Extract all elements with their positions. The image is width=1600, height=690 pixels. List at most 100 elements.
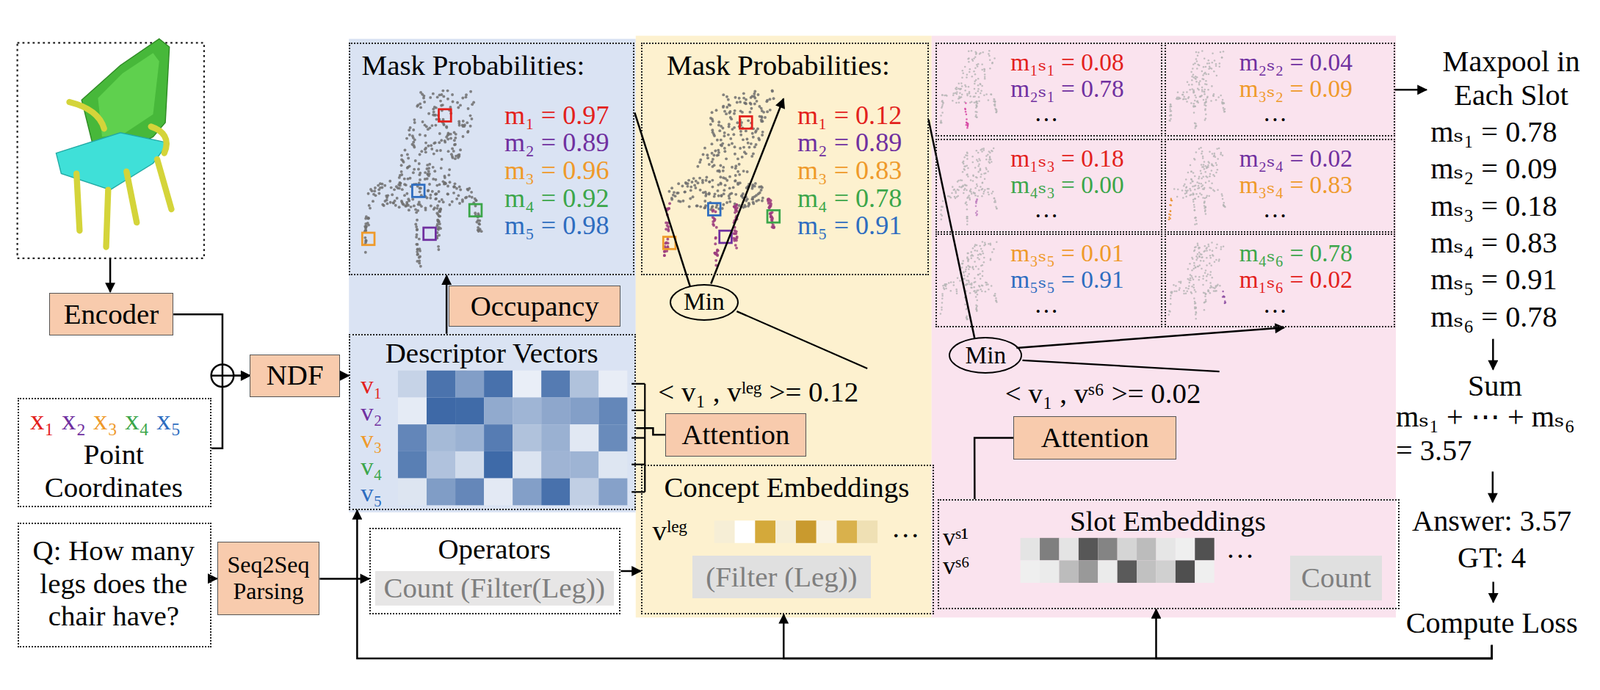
cloud-point bbox=[710, 128, 714, 132]
cloud-point bbox=[1193, 102, 1196, 106]
cloud-point bbox=[715, 169, 719, 173]
cloud-point bbox=[967, 125, 970, 128]
cloud-point bbox=[1221, 102, 1224, 106]
cloud-point bbox=[967, 273, 970, 276]
cloud-point bbox=[738, 146, 742, 150]
cloud-point bbox=[990, 284, 993, 288]
cloud-point bbox=[411, 197, 415, 201]
cloud-point bbox=[1167, 313, 1170, 316]
cloud-point bbox=[663, 250, 666, 254]
cloud-point bbox=[735, 203, 738, 207]
cloud-point bbox=[967, 49, 970, 53]
cloud-point bbox=[1194, 275, 1197, 278]
heatmap-cell bbox=[569, 424, 599, 452]
cloud-point bbox=[969, 101, 972, 104]
cloud-point bbox=[467, 194, 471, 198]
cloud-point bbox=[966, 215, 969, 219]
cloud-point bbox=[1169, 294, 1172, 297]
cloud-point bbox=[1196, 265, 1200, 269]
cloud-point bbox=[990, 149, 993, 152]
cloud-point bbox=[1208, 65, 1211, 68]
cloud-point bbox=[975, 198, 979, 201]
cloud-point bbox=[721, 142, 725, 146]
cloud-point bbox=[1209, 292, 1212, 295]
cloud-point bbox=[418, 152, 422, 156]
cloud-point bbox=[1168, 119, 1172, 122]
cloud-point bbox=[1207, 160, 1211, 164]
cloud-point bbox=[727, 196, 731, 200]
cloud-point bbox=[1210, 241, 1214, 244]
cloud-point bbox=[439, 99, 443, 103]
cloud-point bbox=[393, 199, 397, 203]
cloud-point bbox=[1207, 273, 1210, 276]
heatmap-cell bbox=[455, 478, 484, 506]
cloud-point bbox=[967, 167, 970, 170]
cloud-point bbox=[688, 205, 691, 209]
cloud-point bbox=[693, 186, 697, 190]
cloud-point bbox=[712, 195, 716, 199]
cloud-point bbox=[992, 147, 995, 150]
embedding-cell bbox=[1194, 538, 1214, 561]
cloud-point bbox=[1191, 75, 1194, 78]
cloud-point bbox=[693, 183, 697, 187]
heatmap-cell bbox=[598, 397, 628, 425]
cloud-point bbox=[978, 96, 981, 99]
cloud-point bbox=[1196, 181, 1199, 184]
cloud-point bbox=[1216, 188, 1219, 191]
cloud-point bbox=[733, 179, 737, 183]
cloud-point bbox=[976, 293, 979, 296]
cloud-point bbox=[476, 212, 480, 216]
cloud-point bbox=[716, 189, 720, 193]
cloud-point bbox=[989, 259, 993, 262]
cloud-point bbox=[940, 309, 943, 312]
cloud-point bbox=[975, 107, 978, 110]
cloud-point bbox=[965, 76, 968, 79]
cloud-point bbox=[1192, 90, 1195, 93]
cloud-point bbox=[976, 185, 979, 188]
cloud-point bbox=[1222, 107, 1225, 110]
cloud-point bbox=[367, 192, 371, 196]
cloud-point bbox=[995, 207, 998, 211]
cloud-point bbox=[982, 147, 985, 150]
cloud-point bbox=[975, 204, 978, 208]
cloud-point bbox=[439, 93, 443, 97]
cloud-point bbox=[1169, 210, 1172, 213]
cloud-point bbox=[1175, 97, 1178, 100]
cloud-point bbox=[733, 205, 737, 209]
cloud-point bbox=[664, 240, 668, 244]
cloud-point bbox=[452, 149, 456, 153]
embedding-cell bbox=[1078, 560, 1098, 584]
cloud-point bbox=[437, 140, 441, 144]
cloud-point bbox=[970, 284, 973, 287]
cloud-point bbox=[461, 96, 465, 100]
cloud-point bbox=[1182, 290, 1186, 293]
cloud-point bbox=[725, 179, 729, 183]
cloud-point bbox=[1203, 91, 1206, 94]
cloud-point bbox=[728, 200, 732, 204]
cloud-point bbox=[1183, 183, 1186, 186]
cloud-point bbox=[727, 125, 731, 129]
cloud-point bbox=[746, 141, 750, 145]
cloud-point bbox=[1172, 284, 1175, 287]
cloud-point bbox=[965, 121, 968, 124]
cloud-point bbox=[1196, 67, 1199, 70]
cloud-point bbox=[1202, 184, 1205, 187]
chair-leg bbox=[106, 190, 109, 248]
cloud-point bbox=[1177, 188, 1180, 191]
cloud-point bbox=[437, 190, 441, 194]
cloud-point bbox=[1189, 277, 1192, 280]
cloud-point bbox=[1185, 98, 1188, 101]
cloud-point bbox=[984, 243, 987, 246]
cloud-point bbox=[721, 93, 725, 97]
cloud-point bbox=[735, 101, 739, 105]
heatmap-cell bbox=[541, 397, 570, 425]
cloud-point bbox=[993, 98, 996, 101]
cloud-point bbox=[1216, 168, 1219, 172]
cloud-point bbox=[958, 185, 962, 188]
cloud-point bbox=[969, 251, 973, 254]
cloud-point bbox=[717, 124, 721, 128]
cloud-point bbox=[1204, 269, 1208, 272]
cloud-point bbox=[707, 193, 711, 197]
cloud-point bbox=[734, 166, 738, 170]
cloud-point bbox=[977, 88, 980, 91]
